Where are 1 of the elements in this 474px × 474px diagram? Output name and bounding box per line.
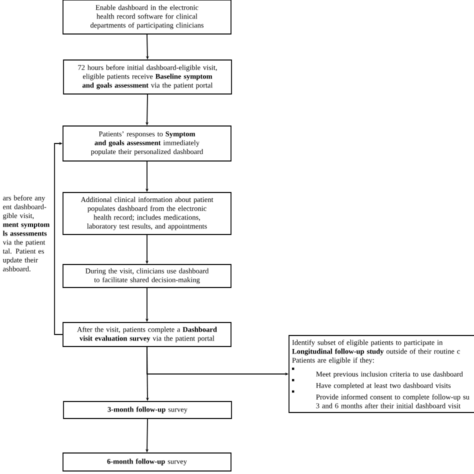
arrow xyxy=(54,142,63,335)
